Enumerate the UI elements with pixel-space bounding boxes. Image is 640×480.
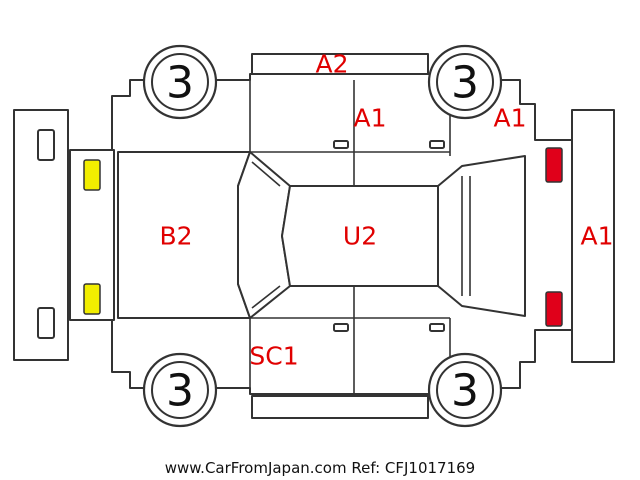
front-bumper bbox=[13, 109, 69, 361]
front-light-top bbox=[83, 159, 101, 191]
wheel-front-right-number: 3 bbox=[451, 58, 479, 109]
wheel-front-left-number: 3 bbox=[166, 58, 194, 109]
damage-code-roof-top-edge: A2 bbox=[315, 50, 348, 79]
roof-top-strip bbox=[251, 53, 429, 75]
front-light-bottom bbox=[83, 283, 101, 315]
damage-code-lower-front-door: SC1 bbox=[249, 342, 298, 371]
wheel-rear-left-number: 3 bbox=[166, 366, 194, 417]
wheel-rear-right: 3 bbox=[427, 352, 503, 428]
wheel-rear-left: 3 bbox=[142, 352, 218, 428]
rocker-bottom-strip bbox=[251, 395, 429, 419]
roof bbox=[281, 185, 439, 287]
damage-code-rear-bumper: A1 bbox=[580, 222, 613, 251]
rear-light-top bbox=[545, 147, 563, 183]
wheel-rear-right-number: 3 bbox=[451, 366, 479, 417]
wheel-front-left: 3 bbox=[142, 44, 218, 120]
damage-code-upper-rear-fender: A1 bbox=[493, 104, 526, 133]
upper-side-panels bbox=[249, 80, 451, 186]
rear-hatch bbox=[437, 155, 526, 317]
wheel-front-right: 3 bbox=[427, 44, 503, 120]
damage-code-upper-rear-door: A1 bbox=[353, 104, 386, 133]
lower-side-panels bbox=[249, 286, 451, 394]
damage-code-roof: U2 bbox=[343, 222, 377, 251]
footer-reference: www.CarFromJapan.com Ref: CFJ1017169 bbox=[165, 459, 475, 477]
rear-light-bottom bbox=[545, 291, 563, 327]
damage-code-hood: B2 bbox=[159, 222, 192, 251]
